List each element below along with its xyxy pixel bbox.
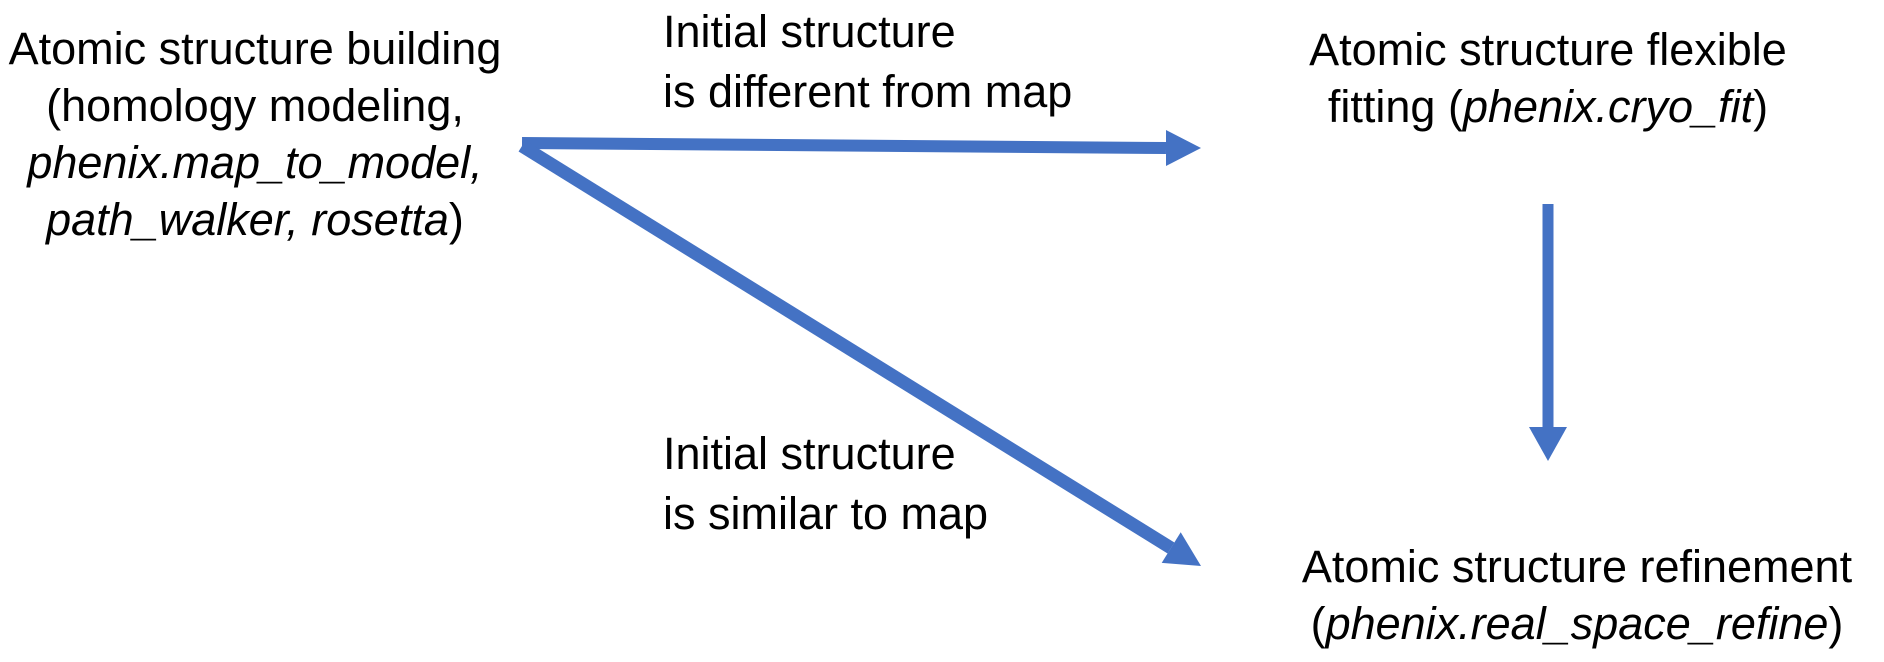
node-structure-building-line3: phenix.map_to_model, [27,137,483,188]
node-refinement-line2-suffix: ) [1828,598,1844,649]
node-structure-building-line1: Atomic structure building [8,23,502,74]
node-refinement-line2-italic: phenix.real_space_refine [1325,598,1829,649]
arrow-fitting-to-refinement-head [1529,427,1567,461]
edge-label-different-line1: Initial structure [663,6,956,57]
edge-label-different-line2: is different from map [663,66,1073,117]
node-flexible-fitting-line2-suffix: ) [1753,81,1769,132]
node-refinement: Atomic structure refinement (phenix.real… [1270,538,1884,652]
node-structure-building-line4-italic: path_walker, rosetta [46,194,449,245]
arrow-building-to-refinement-head [1161,532,1201,566]
node-refinement-line2-prefix: ( [1310,598,1326,649]
node-flexible-fitting-line2-prefix: fitting ( [1327,81,1463,132]
edge-label-similar-line1: Initial structure [663,428,956,479]
arrow-fitting-to-refinement-icon [1529,204,1567,461]
node-refinement-line1: Atomic structure refinement [1301,541,1853,592]
node-structure-building-line4-close: ) [448,194,464,245]
node-structure-building-line2: (homology modeling, [46,80,464,131]
arrow-building-to-fitting-icon [521,130,1201,166]
edge-label-similar: Initial structure is similar to map [663,424,988,544]
node-flexible-fitting-line2-italic: phenix.cryo_fit [1462,81,1754,132]
edge-label-similar-line2: is similar to map [663,488,989,539]
node-refinement-line2: (phenix.real_space_refine) [1270,595,1884,652]
arrow-building-to-fitting-head [1166,130,1201,166]
edge-label-different: Initial structure is different from map [663,2,1072,122]
node-structure-building: Atomic structure building (homology mode… [0,20,510,248]
node-flexible-fitting: Atomic structure flexible fitting (pheni… [1268,21,1828,135]
arrow-building-to-fitting-shaft [521,137,1167,154]
node-structure-building-line4: path_walker, rosetta) [0,191,510,248]
node-flexible-fitting-line1: Atomic structure flexible [1309,24,1787,75]
node-flexible-fitting-line2: fitting (phenix.cryo_fit) [1268,78,1828,135]
